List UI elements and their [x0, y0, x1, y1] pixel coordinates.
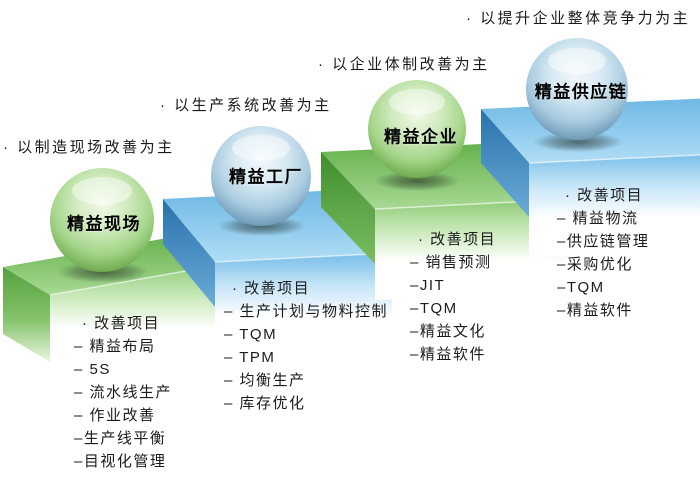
- list-item: –供应链管理: [557, 233, 650, 250]
- list-stage-1: · 改善项目 – 精益布局 – 5S – 流水线生产 – 作业改善 –生产线平衡…: [74, 312, 172, 473]
- list-item: – 销售预测: [410, 254, 492, 271]
- list-item: – 精益布局: [74, 338, 156, 355]
- sphere-3: [368, 80, 466, 191]
- step-2-left-face: [163, 199, 215, 307]
- sphere-4: [526, 38, 628, 152]
- caption-stage-4: · 以提升企业整体竞争力为主: [466, 10, 691, 27]
- list-item: –JIT: [410, 277, 446, 294]
- step-4-front-edge-highlight: [528, 154, 700, 164]
- list-item: – 作业改善: [74, 407, 156, 424]
- list-item: –TQM: [557, 279, 605, 296]
- ball-label-stage-3: 精益企业: [384, 127, 458, 147]
- sphere-3-shadow: [374, 171, 460, 191]
- sphere-4-shadow: [533, 132, 623, 152]
- list-item: –精益软件: [410, 346, 486, 363]
- list-item: –目视化管理: [74, 453, 167, 470]
- step-1-left-face: [3, 267, 50, 362]
- list-item: –精益软件: [557, 302, 633, 319]
- ball-label-stage-1: 精益现场: [67, 214, 141, 234]
- list-item: – 精益物流: [557, 210, 639, 227]
- sphere-1: [50, 168, 154, 283]
- list-item: –精益文化: [410, 323, 486, 340]
- ball-label-stage-4: 精益供应链: [534, 82, 628, 102]
- list-item: · 改善项目: [418, 231, 497, 248]
- list-item: – 生产计划与物料控制: [224, 303, 389, 320]
- sphere-4-ball: [526, 38, 628, 140]
- list-item: · 改善项目: [232, 280, 311, 297]
- step-4-left-face: [481, 109, 529, 217]
- list-item: –生产线平衡: [74, 430, 167, 447]
- list-item: – 流水线生产: [74, 384, 173, 401]
- sphere-3-ball: [368, 80, 466, 178]
- sphere-1-gloss: [72, 177, 132, 205]
- sphere-4-gloss: [548, 48, 606, 74]
- step-4-front-face: [529, 154, 700, 258]
- step-3-front-face: [375, 199, 575, 300]
- list-item: · 改善项目: [565, 187, 644, 204]
- list-stage-4: · 改善项目 – 精益物流 –供应链管理 –采购优化 –TQM –精益软件: [557, 184, 649, 322]
- caption-stage-1: · 以制造现场改善为主: [3, 139, 175, 156]
- step-2-front-edge-highlight: [214, 252, 393, 263]
- sphere-2-ball: [211, 126, 311, 226]
- list-stage-2: · 改善项目 – 生产计划与物料控制 – TQM – TPM – 均衡生产 – …: [224, 277, 388, 415]
- list-stage-3: · 改善项目 – 销售预测 –JIT –TQM –精益文化 –精益软件: [410, 228, 496, 366]
- caption-stage-3: · 以企业体制改善为主: [318, 56, 490, 73]
- list-item: – 5S: [74, 361, 111, 378]
- list-item: – 均衡生产: [224, 372, 306, 389]
- list-item: –采购优化: [557, 256, 633, 273]
- step-1-front-face: [50, 262, 237, 370]
- sphere-1-ball: [50, 168, 154, 272]
- list-item: · 改善项目: [82, 315, 161, 332]
- sphere-2-gloss: [232, 135, 290, 161]
- sphere-3-gloss: [389, 89, 445, 115]
- step-2-front-face: [215, 253, 392, 356]
- sphere-2: [211, 126, 311, 236]
- ball-label-stage-2: 精益工厂: [229, 167, 303, 187]
- list-item: – TQM: [224, 326, 278, 343]
- step-3-left-face: [321, 152, 375, 264]
- list-item: – 库存优化: [224, 395, 306, 412]
- caption-stage-2: · 以生产系统改善为主: [160, 97, 332, 114]
- list-item: –TQM: [410, 300, 458, 317]
- list-item: – TPM: [224, 349, 276, 366]
